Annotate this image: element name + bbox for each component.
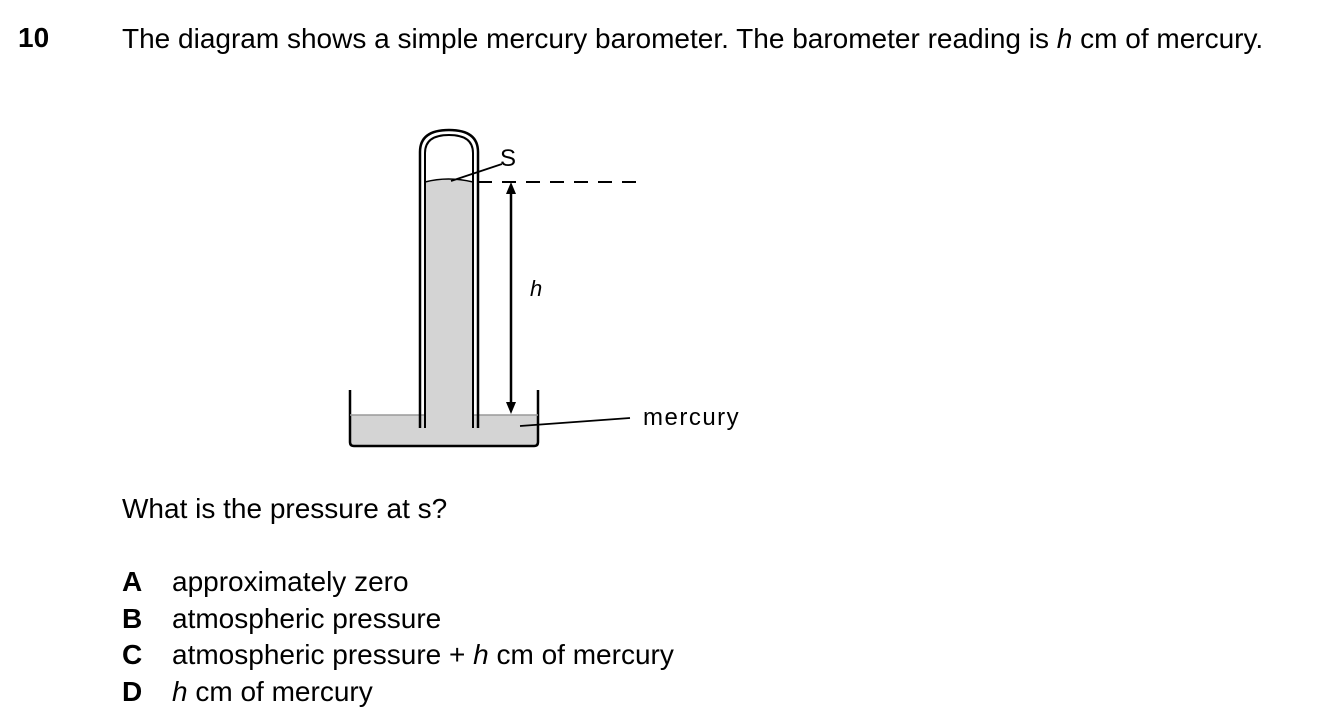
barometer-tube-inner (424, 133, 474, 428)
option-text: atmospheric pressure (172, 602, 442, 634)
mercury-meniscus (424, 178, 474, 183)
option-variable-h: h (172, 675, 188, 707)
option-letter: D (122, 675, 143, 707)
stem-text-2: cm of mercury. (1072, 23, 1264, 54)
option-variable-h: h (473, 639, 489, 670)
mercury-dish (348, 390, 540, 448)
label-s-leader (450, 163, 503, 182)
option-text: cm of mercury (187, 675, 373, 707)
option-letter: A (122, 566, 143, 597)
label-s: S (500, 145, 516, 172)
stem-text-1: The diagram shows a simple mercury barom… (122, 23, 1057, 54)
stem-variable-h: h (1056, 23, 1073, 54)
question-stem: The diagram shows a simple mercury barom… (122, 20, 1312, 58)
question-number: 10 (18, 22, 50, 53)
label-h: h (530, 276, 542, 301)
dish-mercury (350, 415, 538, 446)
tube-mercury-column (425, 179, 473, 428)
option-text-prefix: atmospheric pressure + (172, 639, 474, 670)
option-text: cm of mercury (488, 639, 674, 670)
barometer-diagram: S h mercury (330, 120, 850, 460)
option-letter: C (122, 639, 143, 670)
option-letter: B (122, 602, 143, 634)
mercury-label-leader (519, 417, 631, 427)
h-arrow-head-bottom (506, 402, 516, 414)
question-prompt: What is the pressure at s? (122, 493, 448, 524)
label-mercury: mercury (643, 404, 740, 431)
h-arrow-head-top (506, 182, 516, 194)
barometer-svg: S h mercury (348, 128, 740, 448)
barometer-tube-outer (418, 128, 480, 428)
option-text: approximately zero (172, 566, 409, 597)
